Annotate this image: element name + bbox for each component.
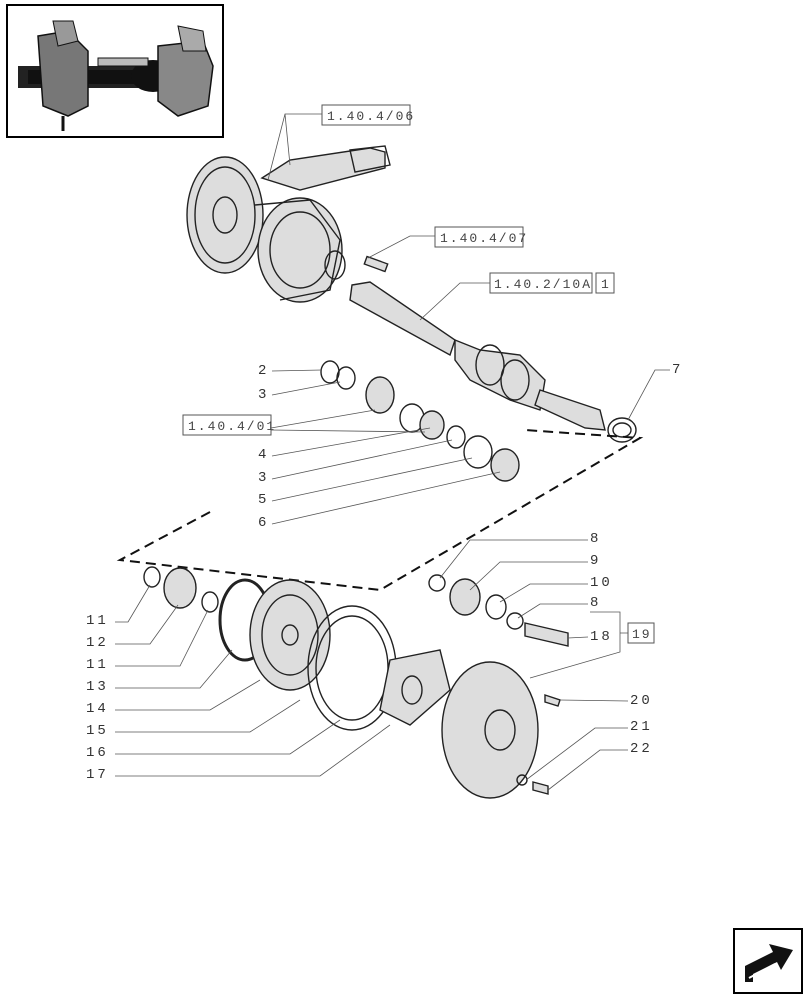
callout-9: 9: [590, 553, 601, 569]
svg-text:1.40.4/01: 1.40.4/01: [188, 419, 276, 434]
planet-gear-set-left: [143, 566, 219, 613]
pinion-shaft: [260, 145, 391, 191]
callout-3b: 3: [258, 470, 269, 486]
callout-7: 7: [672, 362, 683, 378]
svg-text:1.40.4/06: 1.40.4/06: [327, 109, 415, 124]
svg-text:1.40.2/10A: 1.40.2/10A: [494, 277, 592, 292]
next-page-arrow-icon: [745, 944, 793, 982]
callout-22: 22: [630, 741, 653, 757]
callout-8: 8: [590, 531, 601, 547]
crown-wheel: [186, 156, 264, 274]
hub-flange: [441, 661, 561, 799]
callout-4: 4: [258, 447, 269, 463]
svg-text:1: 1: [601, 277, 611, 292]
callout-8b: 8: [590, 595, 601, 611]
callout-15: 15: [86, 723, 109, 739]
callout-11: 11: [86, 613, 109, 629]
callout-16: 16: [86, 745, 109, 761]
ref-link-1-40-2-10a[interactable]: 1.40.2/10A: [489, 272, 593, 294]
sun-gear: [249, 579, 331, 691]
snap-ring-7: [607, 417, 637, 443]
callout-3: 3: [258, 387, 269, 403]
callout-21: 21: [630, 719, 653, 735]
axle-assembly-thumbnail-icon: [18, 20, 214, 131]
ref-link-1-40-4-06[interactable]: 1.40.4/06: [321, 104, 415, 126]
callout-18: 18: [590, 629, 613, 645]
callout-12: 12: [86, 635, 109, 651]
svg-text:1.40.4/07: 1.40.4/07: [440, 231, 528, 246]
svg-text:19: 19: [632, 627, 652, 642]
ref-link-1[interactable]: 1: [595, 272, 615, 294]
next-page-button[interactable]: [733, 928, 803, 994]
pin: [363, 255, 389, 273]
axle-shaft: [349, 281, 606, 431]
differential-housing: [254, 197, 346, 303]
callout-5: 5: [258, 492, 269, 508]
callout-11b: 11: [86, 657, 109, 673]
planet-gear-set-right: [428, 574, 569, 647]
callout-20: 20: [630, 693, 653, 709]
planet-carrier-plate: [379, 649, 451, 726]
ref-link-1-40-4-01[interactable]: 1.40.4/01: [182, 414, 276, 436]
callout-6: 6: [258, 515, 269, 531]
ref-link-19[interactable]: 19: [627, 622, 655, 644]
callout-2: 2: [258, 363, 269, 379]
planetary-group-boundary: [116, 429, 644, 592]
callout-14: 14: [86, 701, 109, 717]
callout-13: 13: [86, 679, 109, 695]
callout-10: 10: [590, 575, 613, 591]
bearing-stack: [320, 360, 520, 482]
callout-17: 17: [86, 767, 109, 783]
axle-thumbnail: [6, 4, 224, 138]
ref-link-1-40-4-07[interactable]: 1.40.4/07: [434, 226, 528, 248]
